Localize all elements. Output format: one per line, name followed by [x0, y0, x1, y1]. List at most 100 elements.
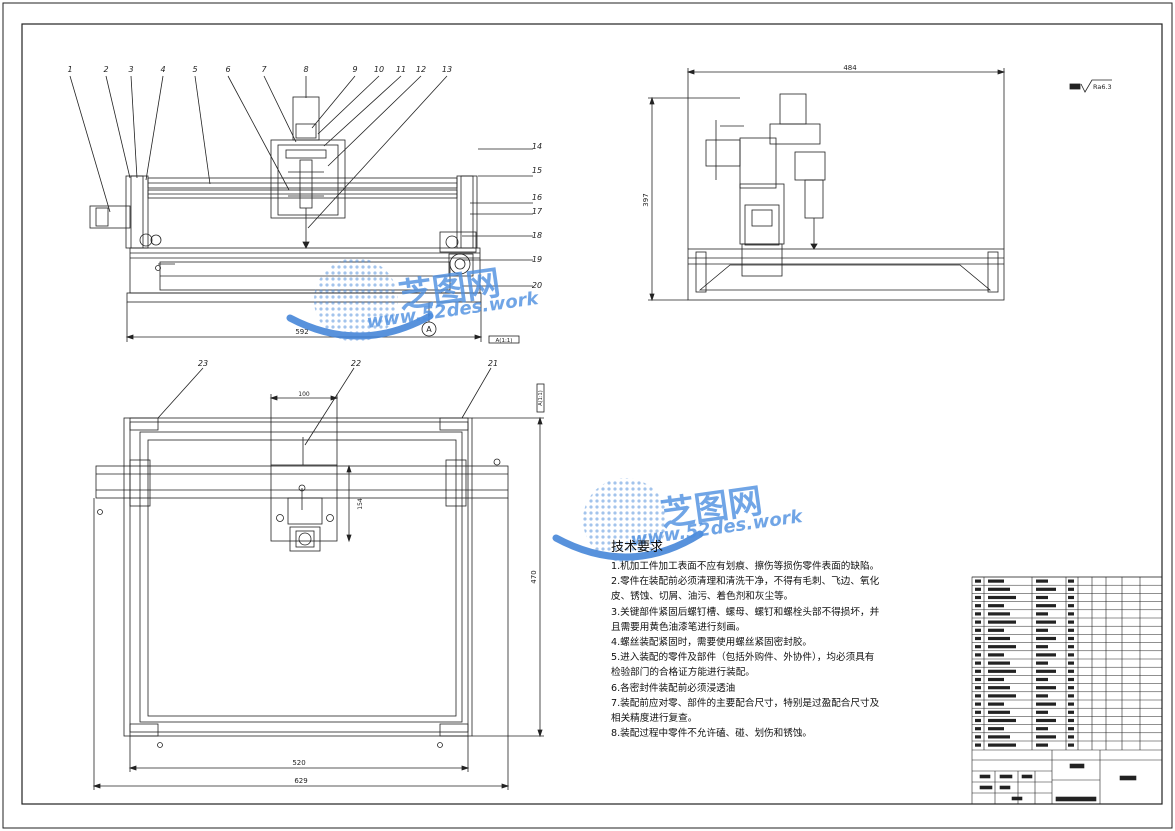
bom-cell-block: [1068, 694, 1074, 698]
balloon-16: 16: [532, 193, 542, 202]
bom-cell-block: [1068, 686, 1074, 690]
bom-cell-block: [1036, 694, 1048, 698]
bom-cell-block: [1068, 669, 1074, 673]
bom-cell-block: [1036, 718, 1056, 723]
watermark-logo-2: [552, 478, 704, 562]
section-label: A(1:1): [496, 338, 513, 344]
bom-cell-block: [1068, 604, 1074, 608]
bom-cell-block: [1068, 612, 1074, 616]
bom-cell-block: [975, 587, 981, 591]
bom-cell-block: [1036, 710, 1048, 714]
balloon-8: 8: [303, 65, 308, 74]
balloon-3: 3: [128, 65, 133, 74]
tech-requirement-item: 5.进入装配的零件及部件（包括外购件、外协件），均必须具有检验部门的合格证方能进…: [611, 652, 875, 679]
bom-cell-block: [988, 702, 1004, 706]
bom-cell-block: [975, 710, 981, 714]
bom-cell-block: [975, 628, 981, 632]
balloon-4: 4: [160, 65, 165, 74]
bom-cell-block: [988, 604, 1004, 608]
bom-cell-block: [975, 727, 981, 731]
tech-requirement-item: 3.关键部件紧固后螺钉槽、螺母、螺钉和螺栓头部不得损坏，并且需要用黄色油漆笔进行…: [611, 606, 880, 633]
bom-cell-block: [1036, 669, 1056, 673]
bom-cell-block: [1036, 587, 1056, 591]
bom-cell-block: [1068, 628, 1074, 632]
front-view: [69, 75, 533, 344]
bom-cell-block: [1036, 620, 1056, 624]
bom-cell-block: [1036, 645, 1048, 649]
bom-cell-block: [975, 669, 981, 673]
roughness-symbol: [1069, 79, 1112, 93]
balloon-12: 12: [416, 65, 426, 74]
bom-cell-block: [988, 595, 1016, 600]
watermark-logo-1: [286, 258, 434, 342]
balloon-18: 18: [532, 231, 542, 240]
bom-cell-block: [1036, 636, 1056, 641]
top-view: [92, 367, 545, 790]
bom-cell-block: [975, 686, 981, 690]
bom-cell-block: [1036, 604, 1056, 608]
balloon-10: 10: [374, 65, 384, 74]
balloon-6: 6: [225, 65, 230, 74]
tech-requirement-item: 1.机加工件加工表面不应有划痕、擦伤等损伤零件表面的缺陷。: [611, 561, 880, 572]
tech-requirement-item: 7.装配前应对零、部件的主要配合尺寸，特别是过盈配合尺寸及相关精度进行复查。: [611, 697, 880, 725]
bom-cell-block: [1036, 595, 1048, 600]
bom-cell-block: [1036, 686, 1056, 690]
bom-cell-block: [988, 718, 1016, 723]
bom-cell-block: [975, 743, 981, 747]
bom-cell-block: [988, 628, 1004, 632]
bom-cell-block: [988, 653, 1004, 657]
bom-cell-block: [975, 579, 981, 583]
balloon-22: 22: [351, 359, 361, 368]
balloon-21: 21: [488, 359, 498, 368]
section-marker-a: A: [426, 325, 432, 334]
bom-cell-block: [988, 636, 1010, 641]
balloon-15: 15: [532, 166, 542, 175]
bom-cell-block: [1068, 587, 1074, 591]
bom-cell-block: [1036, 653, 1056, 657]
inner-frame: [21, 23, 1163, 805]
tech-requirements: 技术要求 1.机加工件加工表面不应有划痕、擦伤等损伤零件表面的缺陷。2.零件在装…: [611, 536, 883, 741]
bom-cell-block: [975, 677, 981, 682]
bom-cell-block: [975, 620, 981, 624]
bom-table: [971, 576, 1163, 805]
balloon-11: 11: [396, 65, 406, 74]
bom-cell-block: [975, 694, 981, 698]
balloon-14: 14: [532, 142, 542, 151]
side-view: [648, 68, 1006, 302]
bom-cell-block: [1068, 595, 1074, 600]
bom-cell-block: [975, 661, 981, 665]
bom-cell-block: [988, 645, 1016, 649]
bom-cell-block: [975, 718, 981, 723]
balloon-5: 5: [192, 65, 197, 74]
bom-rows: [972, 576, 1162, 747]
bom-cell-block: [988, 579, 1004, 583]
title-block: [972, 749, 1162, 804]
bom-cell-block: [975, 595, 981, 600]
bom-cell-block: [1068, 677, 1074, 682]
roughness-label: Ra6.3: [1093, 83, 1112, 91]
bom-cell-block: [975, 612, 981, 616]
bom-cell-block: [988, 612, 1010, 616]
bom-cell-block: [975, 702, 981, 706]
bom-cell-block: [988, 735, 1010, 739]
bom-cell-block: [975, 645, 981, 649]
bom-cell-block: [1068, 710, 1074, 714]
bom-cell-block: [1036, 612, 1048, 616]
bom-cell-block: [1036, 735, 1056, 739]
balloon-9: 9: [352, 65, 357, 74]
bom-cell-block: [1068, 702, 1074, 706]
bom-cell-block: [988, 677, 1004, 682]
top-dim-470: 470: [530, 570, 538, 583]
bom-cell-block: [1068, 653, 1074, 657]
front-dim-592: 592: [295, 328, 308, 336]
balloon-17: 17: [532, 207, 543, 216]
bom-cell-block: [1068, 579, 1074, 583]
bom-cell-block: [1068, 718, 1074, 723]
top-side-label: A(1:1): [538, 390, 544, 405]
bom-cell-block: [1068, 636, 1074, 641]
bom-cell-block: [1036, 677, 1048, 682]
bom-cell-block: [988, 710, 1010, 714]
bom-cell-block: [1068, 645, 1074, 649]
